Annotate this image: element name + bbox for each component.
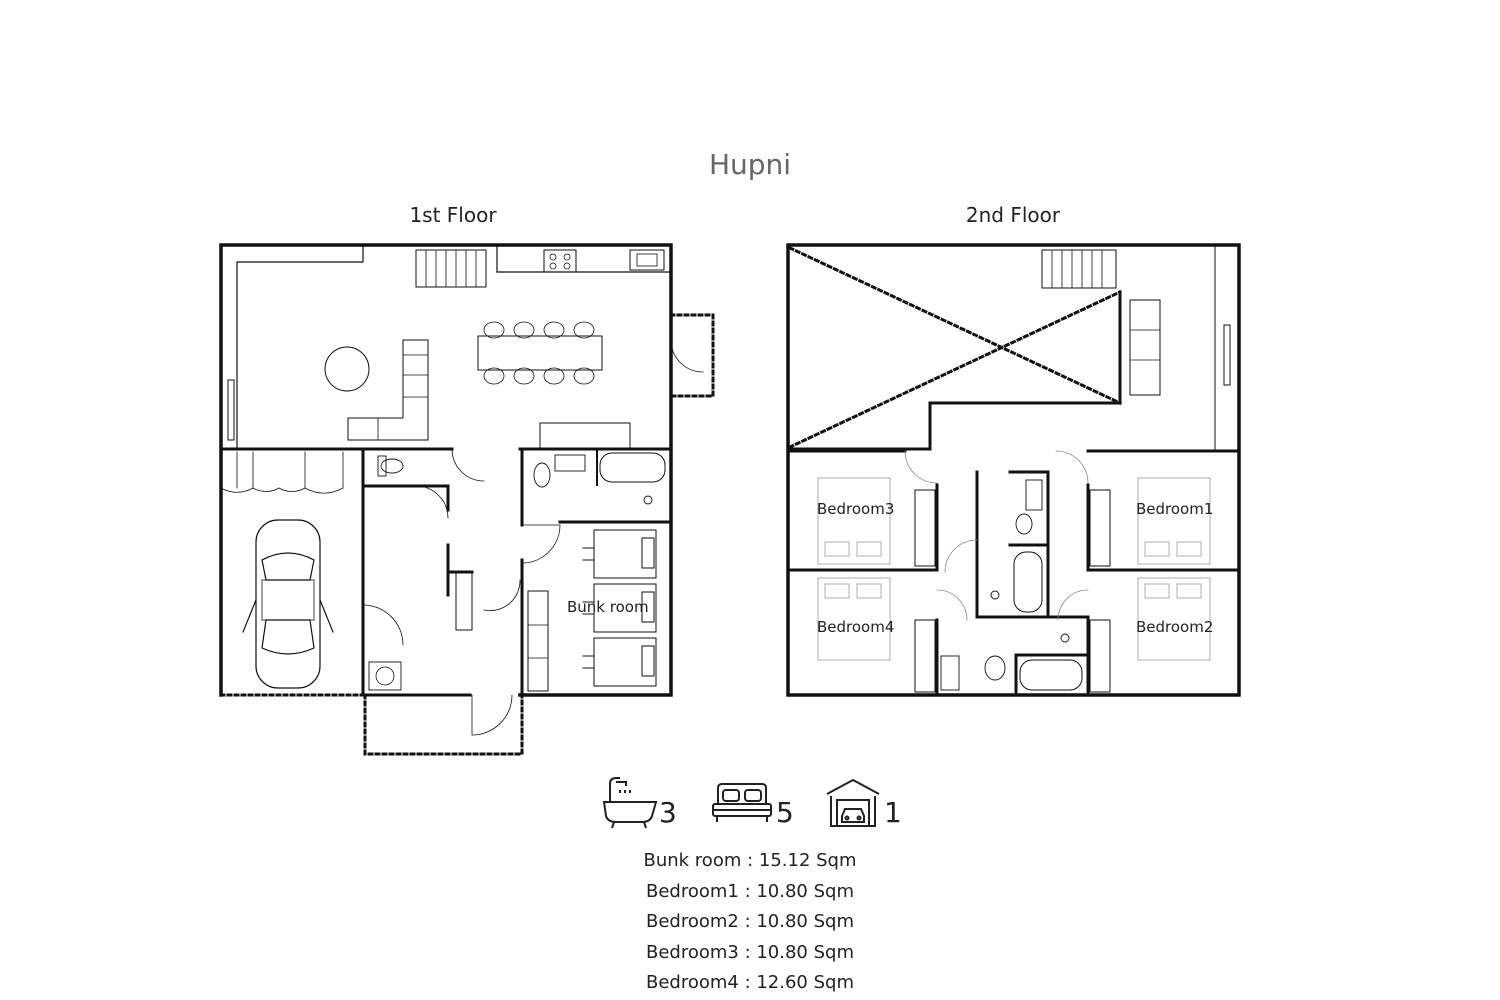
plan-title: Hupni — [708, 148, 792, 181]
floor-1-plan — [219, 243, 715, 756]
garage-icon — [826, 778, 880, 827]
bathrooms-count: 3 — [659, 796, 677, 829]
room-label-bedroom4: Bedroom4 — [817, 618, 894, 636]
room-label-bedroom1: Bedroom1 — [1136, 500, 1213, 518]
stats-bar: 3 5 1 — [0, 776, 1500, 836]
bathrooms-stat: 3 — [600, 776, 680, 832]
area-bunk-room: Bunk room : 15.12 Sqm — [643, 850, 857, 871]
room-label-bunk-room: Bunk room — [567, 598, 649, 616]
room-label-bedroom3: Bedroom3 — [817, 500, 894, 518]
area-bedroom4: Bedroom4 : 12.60 Sqm — [645, 972, 854, 993]
floor-1-label: 1st Floor — [409, 203, 497, 227]
floor-2-plan — [786, 243, 1241, 697]
room-area-list: Bunk room : 15.12 Sqm Bedroom1 : 10.80 S… — [0, 846, 1500, 999]
bathtub-icon — [602, 777, 658, 829]
floor-2-label: 2nd Floor — [965, 203, 1061, 227]
area-bedroom2: Bedroom2 : 10.80 Sqm — [645, 911, 854, 932]
area-bedroom3: Bedroom3 : 10.80 Sqm — [645, 941, 854, 963]
room-label-bedroom2: Bedroom2 — [1136, 618, 1213, 636]
garage-stat: 1 — [824, 776, 904, 832]
bedrooms-stat: 5 — [710, 776, 800, 832]
car-icon — [242, 519, 334, 689]
garage-count: 1 — [884, 796, 902, 829]
area-bedroom1: Bedroom1 : 10.80 Sqm — [645, 880, 854, 902]
bed-icon — [712, 783, 772, 822]
bedrooms-count: 5 — [776, 796, 794, 829]
